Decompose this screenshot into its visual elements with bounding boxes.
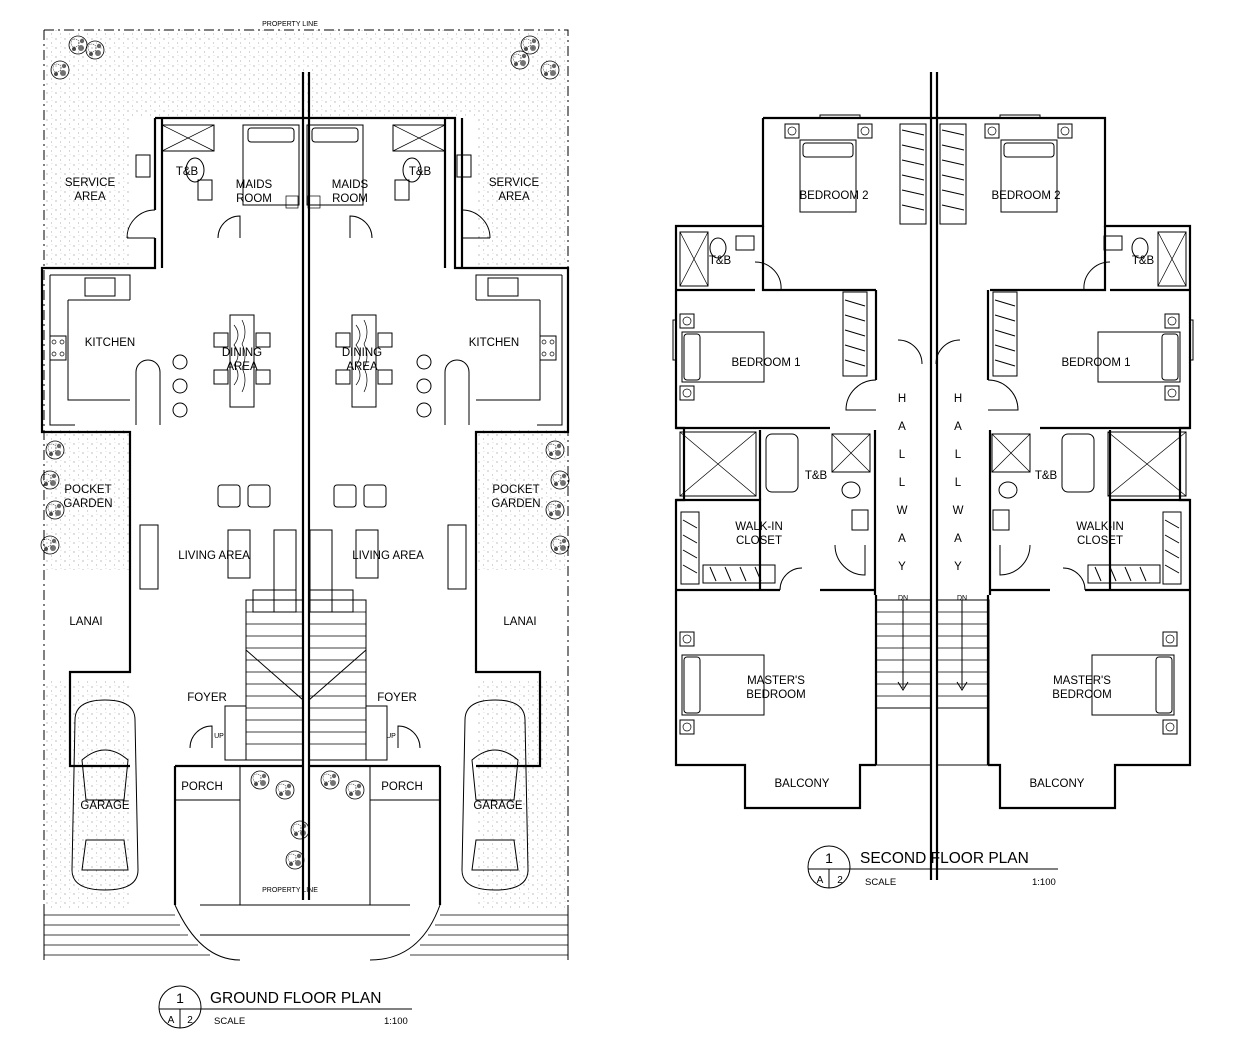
walkin-right-1: WALK-IN — [1076, 521, 1124, 533]
bedroom2-right: BEDROOM 2 — [991, 190, 1060, 202]
walkin-right-2: CLOSET — [1077, 535, 1123, 547]
svg-text:H: H — [954, 393, 962, 405]
porch-right: PORCH — [381, 781, 423, 793]
ground-sheet-a: A — [168, 1015, 175, 1026]
kitchen-left: KITCHEN — [85, 337, 135, 349]
dining-left-1: DINING — [222, 347, 262, 359]
lanai-right: LANAI — [503, 616, 536, 628]
masters-right-1: MASTER'S — [1053, 675, 1111, 687]
svg-text:A: A — [954, 421, 962, 433]
svg-text:A: A — [954, 533, 962, 545]
second-title-number: 1 — [825, 850, 833, 866]
svg-text:A: A — [898, 533, 906, 545]
walkin-left-2: CLOSET — [736, 535, 782, 547]
second-floor-title: SECOND FLOOR PLAN — [860, 850, 1029, 867]
living-area-left: LIVING AREA — [178, 550, 250, 562]
maids-room-left-2: ROOM — [236, 193, 272, 205]
dining-right-1: DINING — [342, 347, 382, 359]
porch-left: PORCH — [181, 781, 223, 793]
lanai-left: LANAI — [69, 616, 102, 628]
masters-right-2: BEDROOM — [1052, 689, 1111, 701]
svg-text:H: H — [898, 393, 906, 405]
maids-room-left-1: MAIDS — [236, 179, 273, 191]
svg-text:Y: Y — [954, 561, 962, 573]
service-area-right-2: AREA — [498, 191, 530, 203]
tb-top-right: T&B — [1132, 255, 1155, 267]
second-scale-label: SCALE — [865, 877, 896, 888]
ground-stairs — [224, 599, 388, 761]
balcony-right: BALCONY — [1030, 778, 1085, 790]
bedroom2-left: BEDROOM 2 — [799, 190, 868, 202]
dn-left: DN — [898, 595, 908, 602]
ground-title-number: 1 — [176, 990, 184, 1006]
pocket-garden-right-1: POCKET — [492, 484, 539, 496]
pocket-garden-left-2: GARDEN — [63, 498, 112, 510]
foyer-right: FOYER — [377, 692, 417, 704]
tb-mid-right: T&B — [1035, 470, 1058, 482]
svg-text:L: L — [955, 477, 962, 489]
maids-room-right-2: ROOM — [332, 193, 368, 205]
svg-text:Y: Y — [898, 561, 906, 573]
ground-floor-title-block: 1 A 2 GROUND FLOOR PLAN SCALE 1:100 — [158, 985, 412, 1029]
maids-room-right-1: MAIDS — [332, 179, 369, 191]
car-right — [461, 699, 529, 891]
pocket-garden-right-2: GARDEN — [491, 498, 540, 510]
svg-text:A: A — [898, 421, 906, 433]
svg-text:W: W — [897, 505, 908, 517]
svg-text:W: W — [953, 505, 964, 517]
svg-text:L: L — [955, 449, 962, 461]
up-right: UP — [386, 733, 396, 740]
ground-sheet-b: 2 — [187, 1015, 193, 1026]
kitchen-right: KITCHEN — [469, 337, 519, 349]
dn-right: DN — [957, 595, 967, 602]
masters-left-2: BEDROOM — [746, 689, 805, 701]
tb-top-left: T&B — [709, 255, 732, 267]
up-left: UP — [214, 733, 224, 740]
svg-text:L: L — [899, 449, 906, 461]
hallway-right-label: H A L L W A Y — [953, 393, 964, 573]
living-area-right: LIVING AREA — [352, 550, 424, 562]
ground-scale-value: 1:100 — [384, 1016, 408, 1027]
second-sheet-b: 2 — [837, 875, 843, 886]
bedroom1-right: BEDROOM 1 — [1061, 357, 1130, 369]
property-line-label-top: PROPERTY LINE — [262, 21, 318, 28]
property-line-label-bottom: PROPERTY LINE — [262, 887, 318, 894]
hallway-left-label: H A L L W A Y — [897, 393, 908, 573]
dining-right-2: AREA — [346, 361, 378, 373]
garage-right: GARAGE — [473, 800, 523, 812]
ground-floor-title: GROUND FLOOR PLAN — [210, 990, 381, 1007]
tb-ground-right: T&B — [409, 166, 432, 178]
second-floor-plan: BEDROOM 2 T&B BEDROOM 1 T&B WALK-IN CLOS… — [672, 72, 1194, 889]
service-area-left-2: AREA — [74, 191, 106, 203]
garage-left: GARAGE — [80, 800, 130, 812]
foyer-left: FOYER — [187, 692, 227, 704]
ground-floor-plan: PROPERTY LINE PROPERTY LINE — [40, 21, 570, 1029]
second-floor-title-block: 1 A 2 SECOND FLOOR PLAN SCALE 1:100 — [807, 845, 1058, 889]
bedroom1-left: BEDROOM 1 — [731, 357, 800, 369]
dining-left-2: AREA — [226, 361, 258, 373]
tb-mid-left: T&B — [805, 470, 828, 482]
property-line — [43, 29, 569, 905]
service-area-left-1: SERVICE — [65, 177, 116, 189]
svg-text:L: L — [899, 477, 906, 489]
service-area-right-1: SERVICE — [489, 177, 540, 189]
second-sheet-a: A — [817, 875, 824, 886]
masters-left-1: MASTER'S — [747, 675, 805, 687]
tb-ground-left: T&B — [176, 166, 199, 178]
ground-scale-label: SCALE — [214, 1016, 245, 1027]
balcony-left: BALCONY — [775, 778, 830, 790]
second-scale-value: 1:100 — [1032, 877, 1056, 888]
walkin-left-1: WALK-IN — [735, 521, 783, 533]
pocket-garden-left-1: POCKET — [64, 484, 111, 496]
car-left — [71, 699, 139, 891]
